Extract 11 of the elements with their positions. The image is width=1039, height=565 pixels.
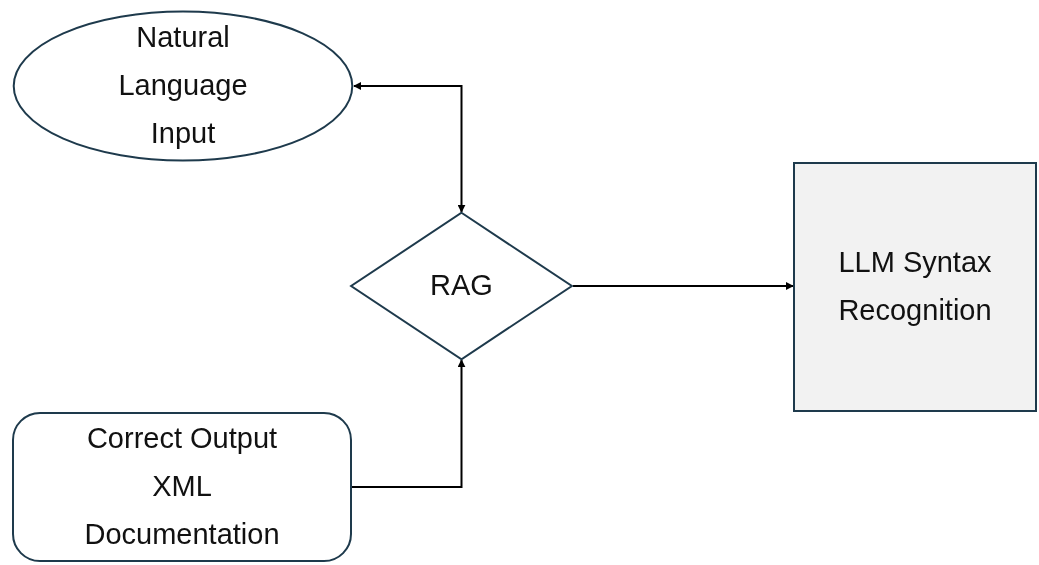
process-box xyxy=(793,162,1037,412)
node-label: Natural Language Input xyxy=(117,20,249,151)
node-label: Correct Output XML Documentation xyxy=(83,421,281,552)
input-ellipse xyxy=(12,10,354,162)
arrow xyxy=(353,82,466,213)
decision-diamond xyxy=(350,212,573,360)
node-label: RAG xyxy=(430,268,493,304)
arrow xyxy=(351,359,466,488)
rounded-box xyxy=(12,412,352,562)
arrow xyxy=(572,282,794,290)
node-label: LLM Syntax Recognition xyxy=(837,245,993,328)
